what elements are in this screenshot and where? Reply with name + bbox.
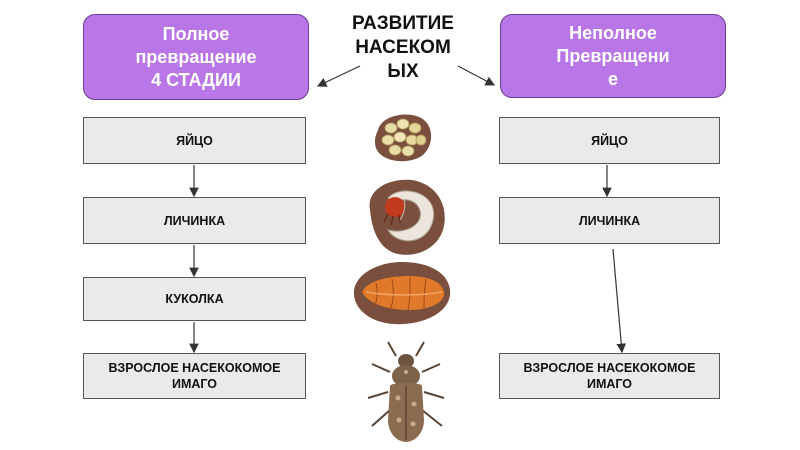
stage-label: ИМАГО [586, 377, 633, 391]
stage-egg-incomplete: ЯЙЦО [499, 117, 720, 164]
complete-metamorphosis-heading: Полное превращение 4 СТАДИИ [83, 14, 309, 100]
stage-label: ЛИЧИНКА [163, 213, 226, 228]
stage-label: ЯЙЦО [591, 133, 628, 148]
stage-label: КУКОЛКА [165, 292, 224, 306]
stage-egg-complete: ЯЙЦО [83, 117, 306, 164]
heading-line: Полное [162, 23, 230, 44]
stage-larva-complete: ЛИЧИНКА [83, 197, 306, 244]
heading-line: Превращени [556, 45, 670, 66]
beetle-picture [367, 341, 445, 442]
stage-label: ЯЙЦО [176, 133, 213, 148]
stage-label: ИМАГО [171, 377, 218, 391]
stage-label: ВЗРОСЛОЕ НАСЕКОКОМОЕ [108, 361, 281, 375]
stage-label: ВЗРОСЛОЕ НАСЕКОКОМОЕ [523, 361, 696, 375]
arrow-larva-to-adult-incomplete [612, 248, 627, 354]
stage-label: ЛИЧИНКА [578, 213, 641, 228]
incomplete-metamorphosis-heading: Неполное Превращени е [500, 14, 726, 98]
stage-adult-incomplete: ВЗРОСЛОЕ НАСЕКОКОМОЕ ИМАГО [499, 353, 720, 399]
title-line: РАЗВИТИЕ [352, 13, 454, 34]
heading-line: е [607, 68, 618, 89]
heading-line: превращение [135, 46, 257, 67]
arrow-title-to-complete [316, 65, 361, 87]
stage-larva-incomplete: ЛИЧИНКА [499, 197, 720, 244]
stage-adult-complete: ВЗРОСЛОЕ НАСЕКОКОМОЕ ИМАГО [83, 353, 306, 399]
heading-line: 4 СТАДИИ [151, 69, 241, 90]
pupa-picture [353, 262, 451, 325]
title-line: НАСЕКОМ [355, 37, 451, 58]
arrow-title-to-incomplete [457, 65, 496, 86]
eggs-picture [374, 114, 432, 162]
stage-pupa-complete: КУКОЛКА [83, 277, 306, 321]
title-line: ЫХ [387, 61, 419, 82]
page-title: РАЗВИТИЕ НАСЕКОМ ЫХ [333, 12, 473, 84]
larva-picture [369, 179, 445, 255]
heading-line: Неполное [569, 22, 657, 43]
